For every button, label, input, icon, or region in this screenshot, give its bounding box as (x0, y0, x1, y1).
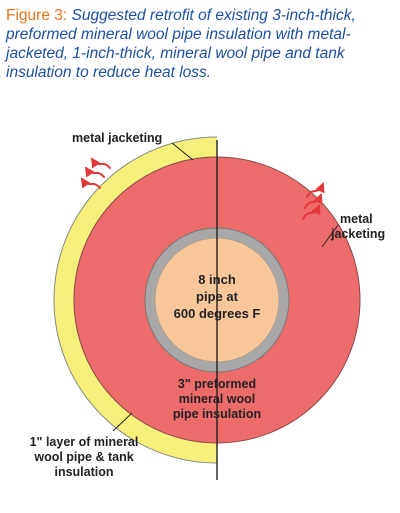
figure-label: Figure 3: (6, 7, 68, 24)
label-preformed-1: 3" preformed (178, 377, 256, 391)
label-preformed-3: pipe insulation (173, 407, 261, 421)
leader-line-metal-jacketing-right (321, 224, 339, 248)
label-metal-jacketing-right-1: metal (340, 212, 373, 226)
label-pipe-1: 8 inch (198, 272, 236, 287)
figure-caption: Figure 3: Suggested retrofit of existing… (6, 6, 394, 82)
leader-line-outer-layer (112, 412, 133, 432)
label-outer-layer-2: wool pipe & tank (33, 450, 133, 464)
label-metal-jacketing-left: metal jacketing (72, 131, 162, 145)
label-pipe-3: 600 degrees F (174, 306, 261, 321)
heat-loss-arrows-left (80, 157, 111, 189)
label-metal-jacketing-right-2: jacketing (330, 227, 385, 241)
heat-loss-arrows-right (302, 182, 325, 220)
label-outer-layer-3: insulation (54, 465, 113, 479)
leader-line-metal-jacketing-left (171, 142, 194, 161)
label-preformed-2: mineral wool (179, 392, 255, 406)
figure-caption-text: Suggested retrofit of existing 3-inch-th… (6, 7, 356, 81)
label-pipe-2: pipe at (196, 289, 239, 304)
label-outer-layer-1: 1" layer of mineral (30, 435, 139, 449)
